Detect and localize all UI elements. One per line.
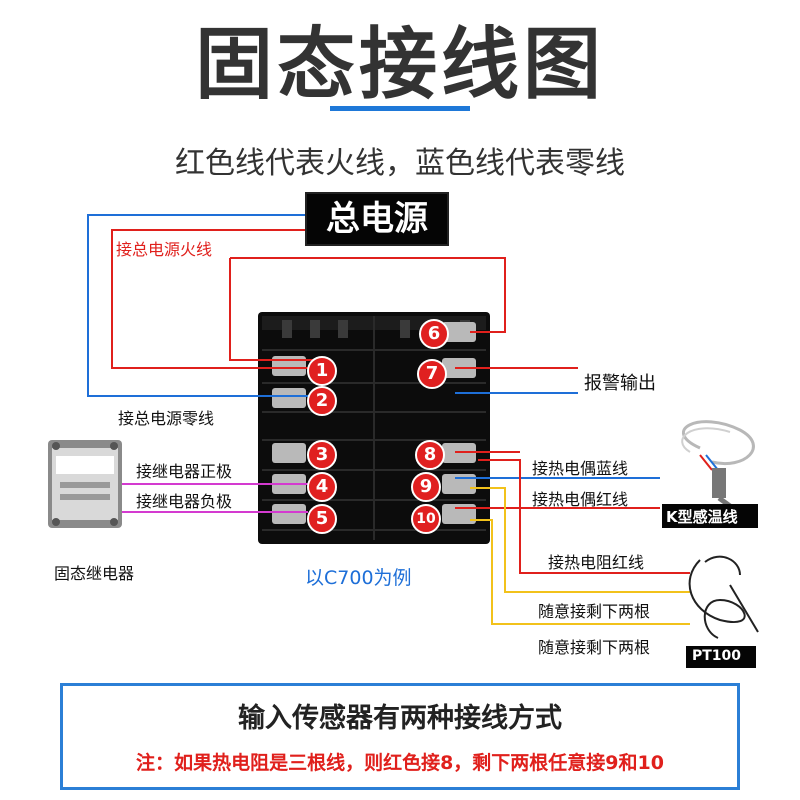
relay-wires bbox=[120, 483, 308, 513]
pt100-label-bg bbox=[686, 646, 756, 668]
terminal-badge-8: 8 bbox=[415, 440, 445, 470]
relay-positive-label: 接继电器正极 bbox=[136, 462, 233, 481]
tc-red-label: 接热电偶红线 bbox=[532, 490, 629, 509]
info-box-note: 注：如果热电阻是三根线，则红色接8，剩下两根任意接9和10 bbox=[60, 748, 740, 775]
alarm-output-label: 报警输出 bbox=[584, 373, 656, 394]
neutral-wires bbox=[87, 214, 578, 397]
any-two-label-1: 随意接剩下两根 bbox=[538, 602, 651, 621]
terminal-badge-9: 9 bbox=[411, 472, 441, 502]
power-supply-box: 总电源 bbox=[305, 192, 449, 246]
left-terminal-screws bbox=[272, 356, 306, 524]
page-subtitle: 红色线代表火线，蓝色线代表零线 bbox=[175, 146, 625, 181]
terminal-badge-1: 1 bbox=[307, 356, 337, 386]
terminal-badge-6: 6 bbox=[419, 319, 449, 349]
page-title: 固态接线图 bbox=[194, 20, 605, 110]
terminal-badge-7: 7 bbox=[417, 359, 447, 389]
k-sensor-label-bg bbox=[662, 504, 758, 528]
terminal-badge-3: 3 bbox=[307, 440, 337, 470]
pt100-sensor-image bbox=[688, 555, 759, 639]
terminal-badge-2: 2 bbox=[307, 386, 337, 416]
example-label: 以C700为例 bbox=[305, 567, 412, 589]
any-two-label-2: 随意接剩下两根 bbox=[538, 638, 651, 657]
note-text: 如果热电阻是三根线，则红色接8，剩下两根任意接9和10 bbox=[174, 752, 664, 774]
info-box bbox=[60, 683, 740, 790]
relay-negative-label: 接继电器负极 bbox=[136, 492, 233, 511]
terminal-badge-5: 5 bbox=[307, 504, 337, 534]
info-box-title: 输入传感器有两种接线方式 bbox=[238, 703, 562, 734]
sensor-wires bbox=[455, 459, 690, 625]
neutral-wire-label: 接总电源零线 bbox=[118, 409, 215, 428]
terminal-badge-10: 10 bbox=[411, 504, 441, 534]
controller-device bbox=[258, 312, 490, 544]
ssr-label: 固态继电器 bbox=[54, 564, 135, 583]
live-wires bbox=[111, 229, 578, 453]
note-prefix: 注： bbox=[136, 752, 175, 774]
live-wire-label: 接总电源火线 bbox=[116, 240, 213, 259]
ssr-image bbox=[48, 440, 122, 528]
pt100-label: PT100 bbox=[692, 648, 742, 664]
k-sensor-label: K型感温线 bbox=[666, 508, 738, 526]
tc-blue-label: 接热电偶蓝线 bbox=[532, 459, 629, 478]
k-type-sensor-image bbox=[681, 420, 755, 509]
terminal-badge-4: 4 bbox=[307, 472, 337, 502]
rtd-red-label: 接热电阻红线 bbox=[548, 553, 645, 572]
title-underline bbox=[330, 106, 470, 111]
